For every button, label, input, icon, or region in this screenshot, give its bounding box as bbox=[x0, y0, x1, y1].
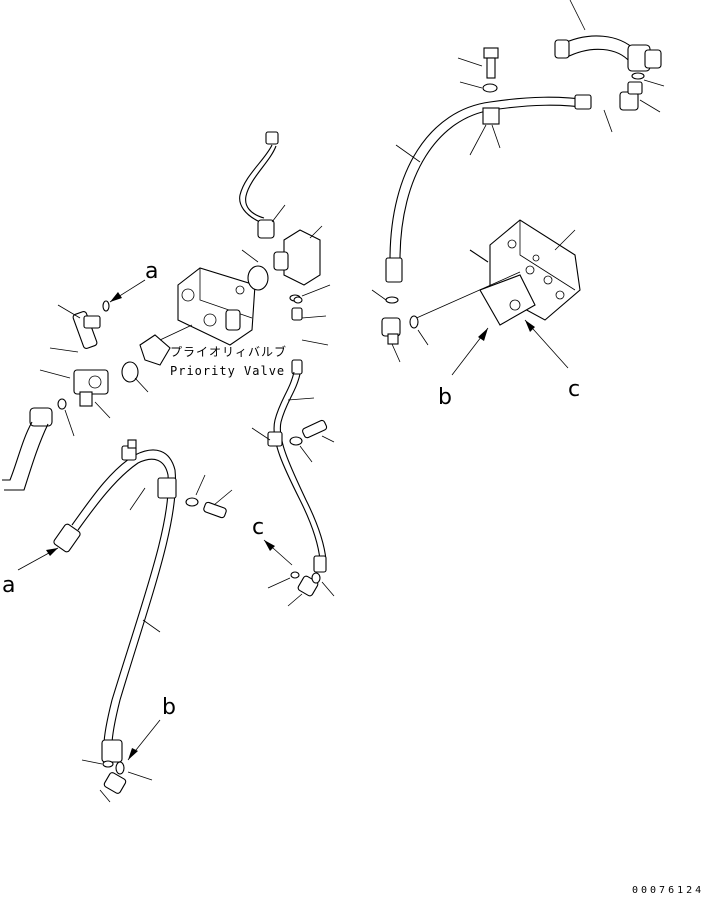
label-b-right: b bbox=[438, 385, 452, 410]
left-elbow bbox=[49, 304, 101, 353]
drawing-number: 00076124 bbox=[632, 885, 704, 896]
label-c-left: c bbox=[252, 515, 264, 540]
label-a-top: a bbox=[145, 259, 158, 284]
bottom-elbow bbox=[81, 759, 153, 803]
label-c-right: c bbox=[568, 377, 580, 402]
top-elbow-hose bbox=[554, 0, 662, 72]
left-short-hose bbox=[2, 398, 75, 491]
top-right-elbow-fitting bbox=[619, 72, 665, 113]
center-thin-hose bbox=[251, 296, 329, 573]
priority-valve-label-jp: プライオリィバルブ bbox=[170, 344, 287, 359]
top-long-hose bbox=[385, 94, 613, 283]
priority-valve-body bbox=[177, 249, 269, 346]
label-a-bottom: a bbox=[2, 573, 15, 598]
a-arrows bbox=[17, 279, 146, 571]
right-connection-arrows bbox=[451, 319, 569, 376]
valve-sleeve bbox=[139, 324, 193, 366]
left-tee-fitting bbox=[39, 361, 149, 419]
bottom-left-bolt bbox=[185, 474, 233, 519]
solenoid bbox=[273, 225, 331, 302]
center-bolt bbox=[289, 419, 335, 463]
right-elbow-fitting bbox=[371, 289, 401, 363]
b-arrow-bottom bbox=[127, 719, 161, 761]
label-b-bottom: b bbox=[162, 695, 176, 720]
sensor-wire bbox=[239, 131, 286, 239]
top-bolt bbox=[457, 47, 499, 93]
bottom-left-hose bbox=[53, 439, 177, 763]
priority-valve-label-en: Priority Valve bbox=[170, 364, 285, 378]
bottom-center-fitting bbox=[267, 571, 335, 607]
right-valve-block bbox=[409, 219, 581, 346]
c-arrow-left bbox=[263, 539, 293, 566]
